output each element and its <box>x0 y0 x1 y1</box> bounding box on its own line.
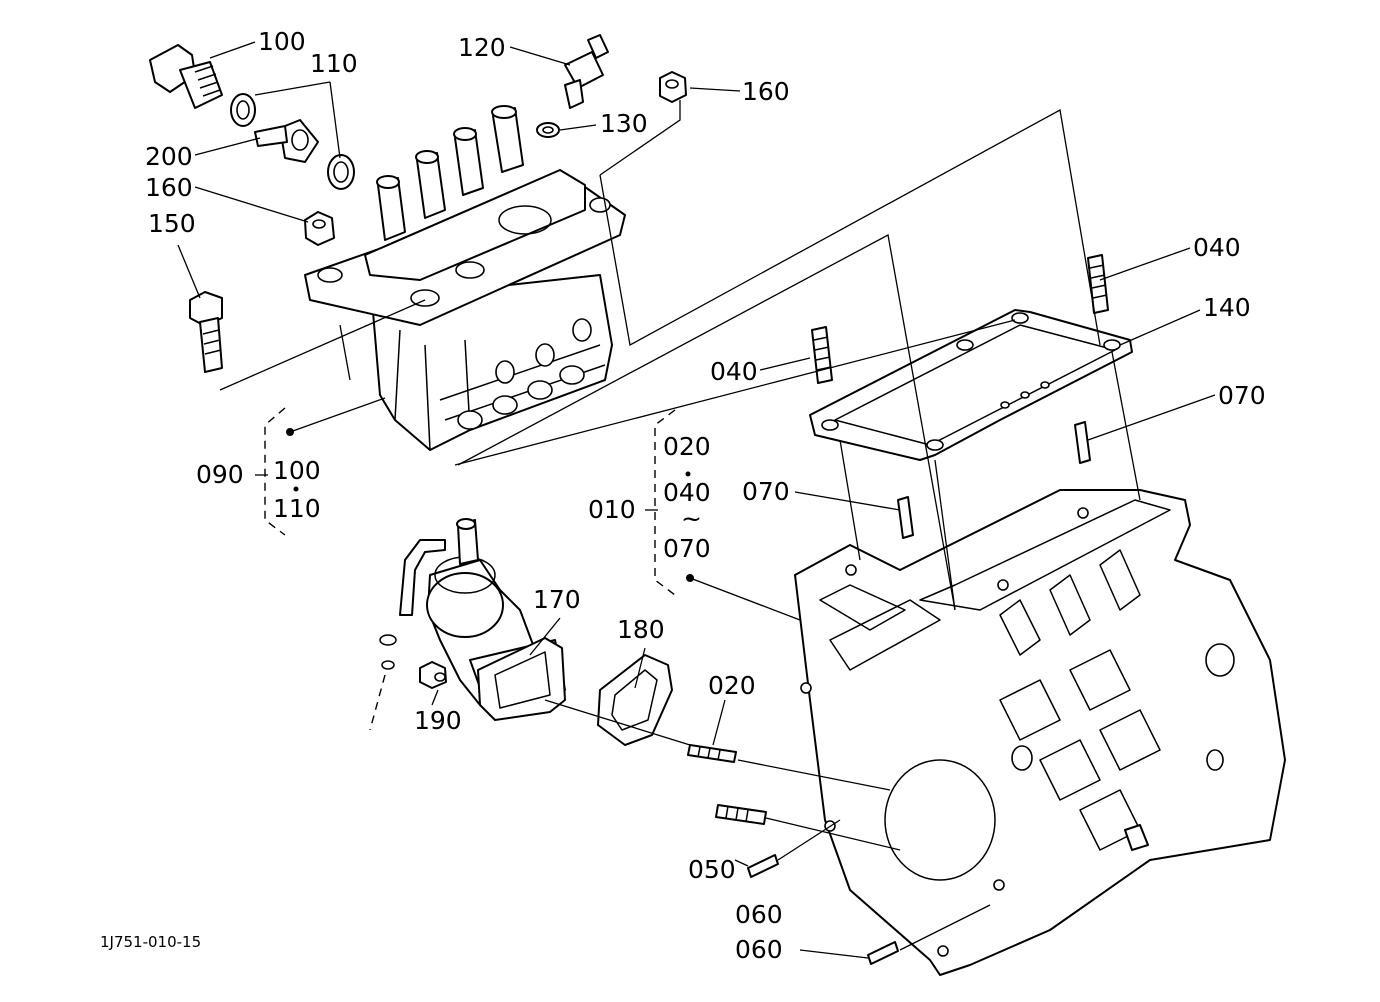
callout-070-middle: 070 <box>742 477 790 506</box>
range-tilde: ~ <box>681 504 702 533</box>
stud-020 <box>687 744 737 763</box>
group-bracket-090 <box>255 407 299 536</box>
pin-060-lower <box>867 941 899 965</box>
callout-110: 110 <box>310 49 358 78</box>
plug-bolt <box>419 661 447 689</box>
callout-060-upper: 060 <box>735 900 783 929</box>
callout-160-upper: 160 <box>742 77 790 106</box>
stud-050 <box>715 804 767 825</box>
pipe-joint <box>254 119 319 163</box>
callout-130: 130 <box>600 109 648 138</box>
callout-040-right: 040 <box>1193 233 1241 262</box>
callout-110-group: 110 <box>273 494 321 523</box>
callout-120: 120 <box>458 33 506 62</box>
callout-040-left: 040 <box>710 357 758 386</box>
pin-060-upper <box>747 854 779 878</box>
callout-090: 090 <box>196 460 244 489</box>
delivery-valve-holders <box>376 105 524 241</box>
dowel-pin-left <box>897 496 914 539</box>
callout-180: 180 <box>617 615 665 644</box>
callout-140: 140 <box>1203 293 1251 322</box>
banjo-bolt <box>149 44 223 109</box>
dowel-pin-right <box>1074 421 1091 464</box>
injection-pump <box>304 105 626 451</box>
callout-200: 200 <box>145 142 193 171</box>
hose-connector <box>564 34 609 109</box>
flange-nut-upper <box>659 71 687 103</box>
callout-020-range-start: 020 <box>663 432 711 461</box>
callout-060-lower: 060 <box>735 935 783 964</box>
callout-160-lower: 160 <box>145 173 193 202</box>
callout-170: 170 <box>533 585 581 614</box>
pump-gasket <box>809 309 1133 461</box>
stud-bolt-right <box>1087 254 1109 314</box>
callout-050: 050 <box>688 855 736 884</box>
stud-bolt-left <box>811 326 833 384</box>
feed-pump-gasket-180 <box>597 654 673 746</box>
group-bracket-010 <box>645 409 694 596</box>
callout-020: 020 <box>708 671 756 700</box>
callout-150: 150 <box>148 209 196 238</box>
flange-nut-lower <box>304 211 335 246</box>
callout-100-group: 100 <box>273 456 321 485</box>
callout-190: 190 <box>414 706 462 735</box>
hose-clip <box>369 634 397 731</box>
feed-pump-gasket-170 <box>477 637 566 721</box>
callout-labels: 100 110 120 160 130 200 160 150 040 140 … <box>100 27 1266 964</box>
callout-070-right: 070 <box>1218 381 1266 410</box>
gear-case <box>794 489 1286 976</box>
leader-lines <box>177 41 1216 959</box>
callout-010: 010 <box>588 495 636 524</box>
callout-100: 100 <box>258 27 306 56</box>
hex-bolt <box>189 291 223 373</box>
callout-040-range-mid: 040 <box>663 478 711 507</box>
callout-070-range-end: 070 <box>663 534 711 563</box>
drawing-code: 1J751-010-15 <box>100 933 201 951</box>
